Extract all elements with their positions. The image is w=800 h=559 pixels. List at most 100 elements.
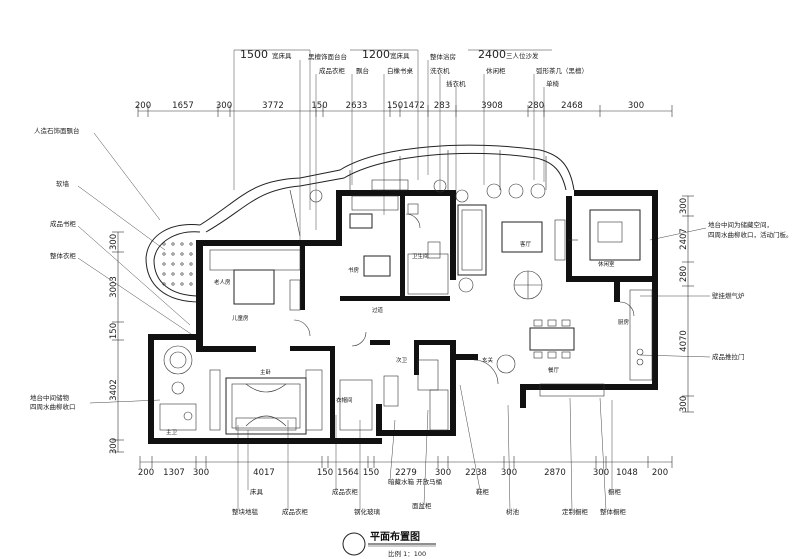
bottom-dim-10: 2238 [465,468,487,478]
bottom-dim-7: 150 [363,468,379,478]
right-label-1a: 地台中间为储藏空间， [708,220,773,229]
room-label-bath: 卫生间 [412,252,429,260]
top-major-dim-2: 1200 [362,48,390,61]
top-dim-2: 1657 [172,101,194,111]
bottom-dim-4: 4017 [253,468,275,478]
left-label-5b: 四周水曲柳收口 [30,402,76,411]
left-label-4: 整体衣柜 [50,251,77,260]
left-label-2: 软墙 [56,179,70,188]
right-dim-5: 300 [679,396,689,412]
bay-dot [171,252,175,256]
bottom-label-8: 鞋柜 [476,487,490,496]
room-label-study: 书房 [348,266,360,274]
bottom-label-1: 床具 [250,487,264,496]
top-label-8: 弧形茶几（黑檀） [536,66,588,75]
bay-dot [180,272,184,276]
bottom-label-12: 整体橱柜 [600,507,627,516]
top-dim-12: 2468 [561,101,583,111]
room-label-master-bath: 主卫 [166,428,178,436]
top-dim-13: 300 [628,101,644,111]
bay-dot [180,282,184,286]
top-label-7: 插衣机 [446,79,466,88]
left-dim-2: 3003 [109,276,119,298]
top-label-3: 飘台 [356,66,369,75]
plan-scale: 比例 1：100 [388,549,426,558]
top-label-6: 洗衣机 [430,66,450,75]
top-dim-4: 3772 [262,101,284,111]
bay-dot [162,272,166,276]
top-dim-10: 3908 [481,101,503,111]
room-label-leisure: 休闲室 [598,260,615,268]
left-dimension-area: 300 3003 150 3402 300 人造石饰面飘台 软墙 成品书柜 整体衣柜 地… [30,126,201,454]
top-label-10: 休闲柜 [486,66,506,75]
bottom-dim-1: 200 [138,468,154,478]
bottom-dim-15: 200 [652,468,668,478]
bay-dot [189,282,193,286]
title-circle [342,532,366,556]
room-labels: 客厅 主卧 儿童房 书房 卫生间 主卫 厨房 餐厅 次卫 过道 玄关 老人房 衣… [166,240,630,436]
top-major-dim-3: 2400 [478,48,506,61]
top-dim-6: 2633 [346,101,368,111]
top-dim-7: 150 [387,101,403,111]
bottom-dim-3: 300 [193,468,209,478]
left-dim-5: 300 [109,438,119,454]
bottom-label-7: 面盆柜 [412,501,432,510]
left-dim-4: 3402 [109,379,119,401]
right-label-3: 成品推拉门 [712,352,745,361]
bay-dot [189,262,193,266]
right-dim-1: 300 [679,198,689,214]
top-dim-5: 150 [311,101,327,111]
bottom-label-5: 钢化玻璃 [354,507,381,516]
bottom-dim-9: 300 [435,468,451,478]
bay-dot [189,252,193,256]
bottom-dim-13: 300 [593,468,609,478]
bottom-dim-11: 300 [501,468,517,478]
bottom-label-6: 暗藏水箱 开放马桶 [388,477,442,486]
title-block: 平面布置图 比例 1：100 [342,530,436,558]
bay-dot [171,282,175,286]
left-dim-1: 300 [109,234,119,250]
right-label-1b: 四周水曲柳收口，活动门板。 [708,230,793,239]
room-label-elder: 老人房 [214,278,231,286]
bay-dot [189,272,193,276]
left-label-3: 成品书柜 [50,219,77,228]
bottom-label-2: 整块地毯 [232,507,259,516]
room-label-closet: 衣帽间 [336,396,353,404]
bottom-dim-2: 1307 [163,468,185,478]
top-label-2: 成品衣柜 [319,66,346,75]
bottom-dim-6: 1564 [337,468,359,478]
bay-dot [171,262,175,266]
bottom-label-4: 成品衣柜 [332,487,359,496]
right-dim-3: 280 [679,266,689,282]
right-dim-4: 4070 [679,330,689,352]
top-dim-9: 283 [434,101,450,111]
room-label-bath2: 次卫 [396,356,408,364]
bay-dot [180,242,184,246]
top-label-4: 白橡书桌 [387,66,414,75]
bay-dot [162,282,166,286]
bay-dot [180,262,184,266]
top-dim-3: 300 [216,101,232,111]
left-label-1: 人造石饰面飘台 [34,126,80,135]
left-dim-3: 150 [109,323,119,339]
top-major-dim-1: 1500 [240,48,268,61]
bottom-label-10: 定制橱柜 [562,507,589,516]
top-dim-1: 200 [135,101,151,111]
bottom-label-11: 橱柜 [608,487,622,496]
top-major-dim-1-suffix: 宽床具 [272,51,292,60]
room-label-master: 主卧 [260,368,272,376]
top-dim-11: 280 [528,101,544,111]
bay-dot [171,272,175,276]
bay-dot [162,242,166,246]
right-dim-2: 2407 [679,228,689,250]
bay-dot [171,242,175,246]
left-label-5a: 地台中间储物 [30,393,70,402]
bay-dot [180,252,184,256]
top-dim-8: 1472 [403,101,425,111]
room-label-foyer: 玄关 [482,356,494,364]
bay-dot [189,242,193,246]
top-label-1: 黑檀饰面台台 [308,52,347,61]
bottom-dim-12: 2870 [544,468,566,478]
